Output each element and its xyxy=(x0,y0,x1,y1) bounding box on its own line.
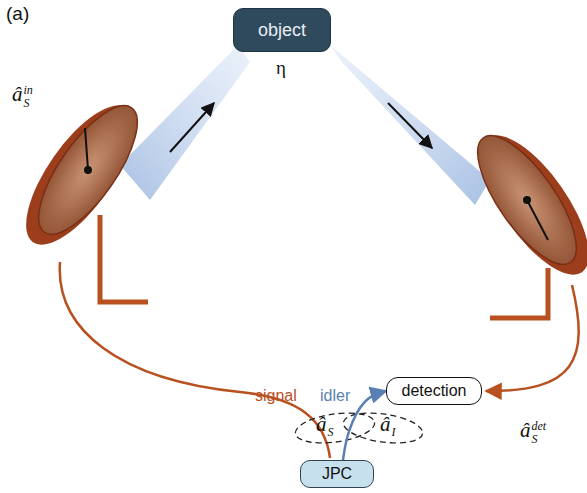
symbol-label: η xyxy=(276,58,286,77)
mode-label: âS xyxy=(316,414,334,438)
panel-label: (a) xyxy=(6,4,29,23)
return-wire xyxy=(486,285,579,391)
entanglement-ellipse xyxy=(341,409,424,448)
beam-arrow xyxy=(170,103,214,152)
entanglement-ellipse xyxy=(293,409,376,448)
signal-wire xyxy=(60,262,330,458)
mode-label: âSdet xyxy=(520,420,546,445)
mode-label: âSin xyxy=(12,84,33,109)
object-box: object xyxy=(233,8,331,52)
jpc-box: JPC xyxy=(300,460,374,488)
right-antenna xyxy=(460,119,587,318)
microwave-beam xyxy=(120,45,250,200)
left-antenna xyxy=(7,89,155,302)
node-text: detection xyxy=(402,382,467,400)
node-text: JPC xyxy=(322,465,352,483)
beam-arrow xyxy=(388,103,432,148)
node-text: object xyxy=(258,20,306,41)
signal-label: signal xyxy=(255,388,297,404)
mode-label: âI xyxy=(380,414,396,438)
detection-box: detection xyxy=(386,377,482,405)
idler-label: idler xyxy=(320,388,350,404)
microwave-beam xyxy=(330,45,490,205)
